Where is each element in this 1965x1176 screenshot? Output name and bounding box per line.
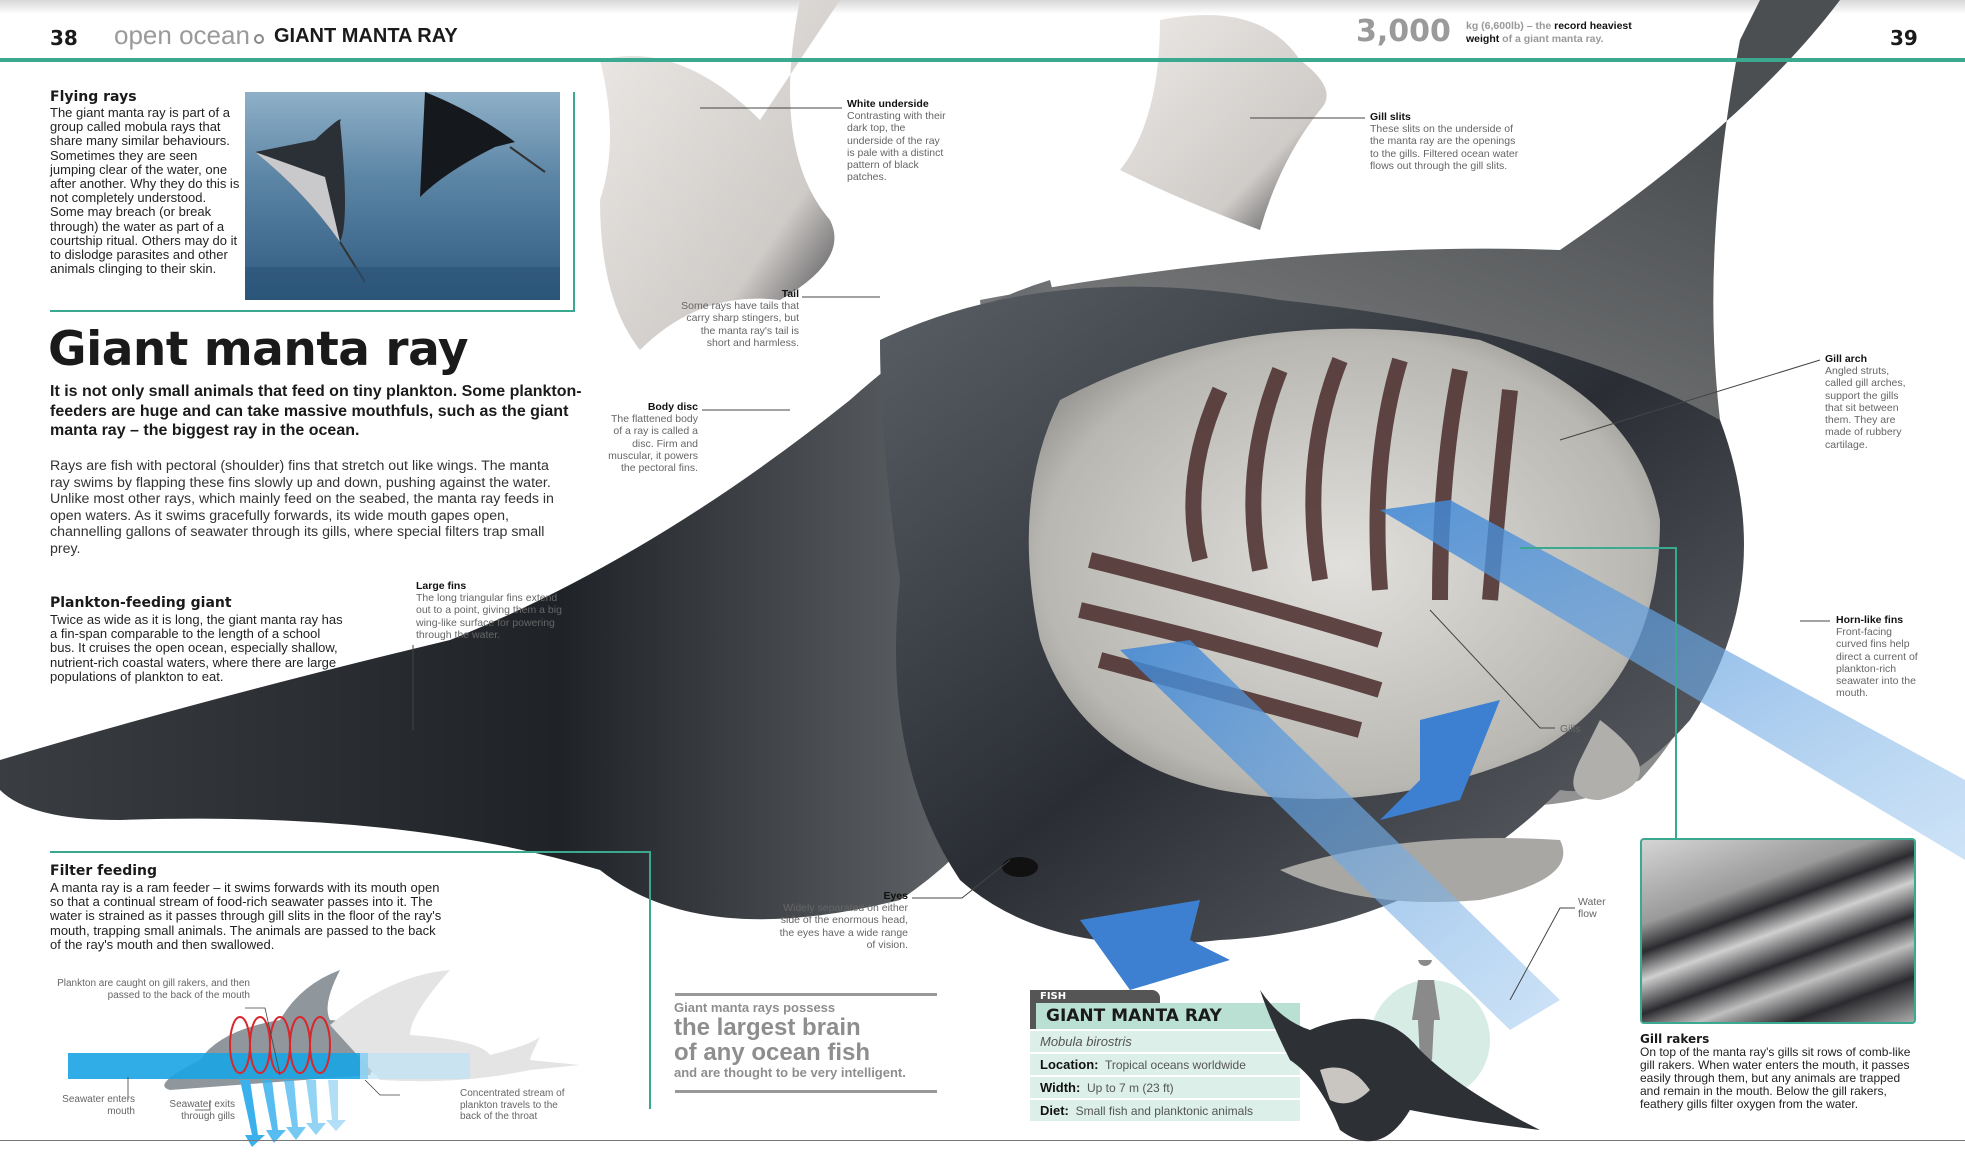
fact-width: Width: Up to 7 m (23 ft) xyxy=(1030,1077,1300,1098)
callout-gill-arch: Gill arch Angled struts, called gill arc… xyxy=(1825,353,1915,451)
fact-box: FISH GIANT MANTA RAY Mobula birostris Lo… xyxy=(1030,990,1300,1121)
header-rule xyxy=(0,58,1965,62)
callout-text: Front-facing curved fins help direct a c… xyxy=(1836,626,1918,700)
filter-feeding-heading: Filter feeding xyxy=(50,863,158,879)
diagram-label-stream: Concentrated stream of plankton travels … xyxy=(460,1088,565,1122)
quote-highlight: the largest brain xyxy=(674,1014,861,1041)
label-water-flow: Water flow xyxy=(1578,896,1606,921)
fact-value: Small fish and planktonic animals xyxy=(1075,1104,1253,1118)
gill-rakers-text: On top of the manta ray's gills sit rows… xyxy=(1640,1045,1911,1111)
label-gills: Gills xyxy=(1560,723,1581,735)
fact-diet: Diet: Small fish and planktonic animals xyxy=(1030,1100,1300,1121)
callout-title: Horn-like fins xyxy=(1836,614,1904,626)
callout-text: Some rays have tails that carry sharp st… xyxy=(681,300,799,349)
callout-title: Gill slits xyxy=(1370,111,1411,123)
callout-text: The long triangular fins extend out to a… xyxy=(416,592,562,641)
callout-text: Contrasting with their dark top, the und… xyxy=(847,110,946,184)
box-border xyxy=(573,92,575,312)
callout-text: Angled struts, called gill arches, suppo… xyxy=(1825,365,1906,451)
section-name: open ocean xyxy=(114,20,250,50)
gill-rakers-photo xyxy=(1640,838,1916,1024)
fact-name: GIANT MANTA RAY xyxy=(1030,1003,1300,1029)
intro-text: It is not only small animals that feed o… xyxy=(50,383,582,439)
gill-rakers-marks xyxy=(229,1016,331,1074)
diagram-label-exits: Seawater exits through gills xyxy=(169,1099,235,1122)
main-body-text: Rays are fish with pectoral (shoulder) f… xyxy=(50,458,554,557)
callout-title: White underside xyxy=(847,98,929,110)
jumping-rays-image xyxy=(245,92,560,300)
callout-large-fins: Large fins The long triangular fins exte… xyxy=(416,580,566,641)
callout-eyes: Eyes Widely separated on either side of … xyxy=(770,890,908,951)
filter-feeding-text: A manta ray is a ram feeder – it swims f… xyxy=(50,880,442,952)
running-title: GIANT MANTA RAY xyxy=(274,25,458,47)
callout-text: Widely separated on either side of the e… xyxy=(779,902,908,951)
page-number-left: 38 xyxy=(50,26,78,50)
callout-body-disc: Body disc The flattened body of a ray is… xyxy=(605,401,698,474)
quote-highlight: of any ocean fish xyxy=(674,1039,871,1066)
fact-category: FISH xyxy=(1030,990,1160,1003)
divider xyxy=(50,851,650,853)
fact-latin-name: Mobula birostris xyxy=(1030,1031,1300,1052)
stat-text-bold: weight xyxy=(1466,33,1500,45)
callout-text: These slits on the underside of the mant… xyxy=(1370,123,1519,172)
quote-line: Giant manta rays possess xyxy=(674,1000,836,1015)
stat-text-bold: record heaviest xyxy=(1554,20,1632,32)
quote-line: and are thought to be very intelligent. xyxy=(674,1065,906,1080)
page-title: Giant manta ray xyxy=(48,322,468,377)
brain-quote: Giant manta rays possess the largest bra… xyxy=(674,1000,949,1080)
diagram-label-enters: Seawater enters mouth xyxy=(62,1094,135,1117)
diagram-label-rakers: Plankton are caught on gill rakers, and … xyxy=(57,978,250,1001)
scale-comparison-image xyxy=(1260,960,1540,1142)
bottom-rule xyxy=(0,1140,1965,1141)
callout-title: Body disc xyxy=(647,401,698,413)
callout-white-underside: White underside Contrasting with their d… xyxy=(847,98,947,184)
flying-rays-photo xyxy=(245,92,560,300)
stat-number: 3,000 xyxy=(1356,14,1451,49)
callout-title: Eyes xyxy=(883,890,908,902)
box-border xyxy=(50,310,575,312)
page-top-shade xyxy=(0,0,1965,14)
water-exit-arrows xyxy=(240,1080,346,1147)
fact-location: Location: Tropical oceans worldwide xyxy=(1030,1054,1300,1075)
callout-title: Gill arch xyxy=(1825,353,1868,365)
callout-title: Tail xyxy=(781,288,799,300)
callout-horn-fins: Horn-like fins Front-facing curved fins … xyxy=(1836,614,1926,700)
quote-rule-bottom xyxy=(675,1090,937,1093)
page-number-right: 39 xyxy=(1890,26,1918,50)
fact-label: Diet: xyxy=(1040,1103,1069,1118)
gill-rakers-heading: Gill rakers xyxy=(1640,1032,1710,1046)
fact-label: Location: xyxy=(1040,1057,1099,1072)
callout-tail: Tail Some rays have tails that carry sha… xyxy=(675,288,799,349)
plankton-giant-heading: Plankton-feeding giant xyxy=(50,595,232,611)
callout-title: Large fins xyxy=(416,580,467,592)
divider xyxy=(649,851,651,1109)
flying-rays-text: The giant manta ray is part of a group c… xyxy=(50,105,240,277)
filter-feeding-diagram xyxy=(68,970,580,1147)
fact-value: Tropical oceans worldwide xyxy=(1104,1058,1246,1072)
flying-rays-heading: Flying rays xyxy=(50,89,137,105)
callout-text: The flattened body of a ray is called a … xyxy=(608,413,698,475)
stat-text-part: kg (6,600lb) – the xyxy=(1466,20,1555,32)
stat-text-part: of a giant manta ray. xyxy=(1499,33,1604,45)
bullet-icon xyxy=(254,34,264,44)
fact-value: Up to 7 m (23 ft) xyxy=(1086,1081,1174,1095)
fact-label: Width: xyxy=(1040,1080,1081,1095)
plankton-giant-text: Twice as wide as it is long, the giant m… xyxy=(50,612,343,684)
callout-gill-slits: Gill slits These slits on the underside … xyxy=(1370,111,1520,172)
quote-rule-top xyxy=(675,993,937,996)
stat-text: kg (6,600lb) – the record heaviest weight… xyxy=(1466,20,1632,46)
